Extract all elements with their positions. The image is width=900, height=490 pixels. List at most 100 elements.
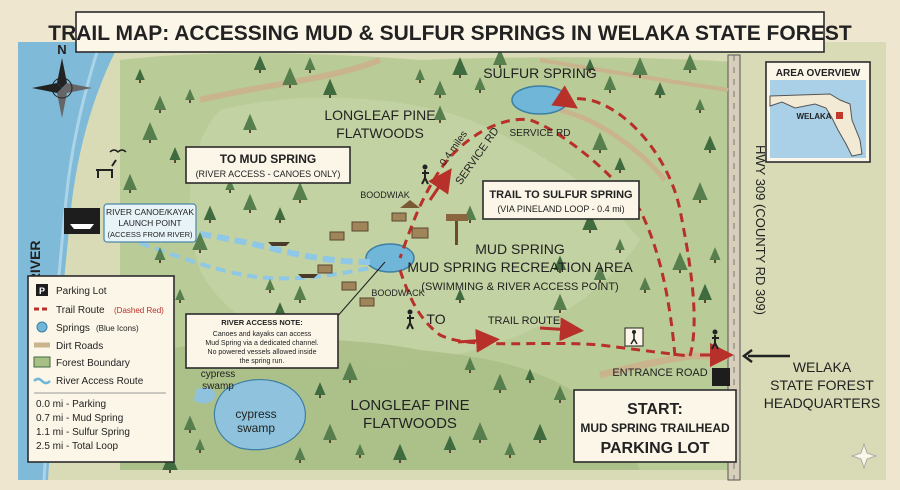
pine-tree-icon xyxy=(695,98,705,110)
pine-tree-icon xyxy=(292,182,308,200)
pine-tree-icon xyxy=(654,82,666,95)
pine-tree-icon xyxy=(672,252,688,270)
legend-items: P Parking Lot Trail Route (Dashed Red) S… xyxy=(33,284,166,452)
cypress-small-label-1: cypress xyxy=(201,369,235,380)
tree-trunk xyxy=(279,220,281,223)
pine-tree-icon xyxy=(698,283,712,300)
pine-tree-icon xyxy=(415,68,425,80)
pine-tree-icon xyxy=(203,205,217,220)
legend-label-springs: Springs xyxy=(56,323,90,334)
entrance-road xyxy=(599,352,728,379)
entrance-road-label: ENTRANCE ROAD xyxy=(612,367,707,379)
tree-trunk xyxy=(589,70,591,73)
tree-trunk xyxy=(459,75,461,78)
parking-icon xyxy=(36,284,48,296)
tree-trunk xyxy=(449,450,451,453)
signpost-icon xyxy=(446,214,468,245)
tree-trunk xyxy=(269,290,271,293)
cabin-icon xyxy=(351,221,369,232)
tree-trunk xyxy=(159,110,161,113)
tree-trunk xyxy=(559,270,561,273)
service-rd-label: SERVICE RD xyxy=(510,128,571,139)
pine-tree-icon xyxy=(243,113,257,130)
recreation-area-label: MUD SPRING RECREATION AREA xyxy=(407,259,633,275)
sulfur-spring-label: SULFUR SPRING xyxy=(483,65,597,81)
tree-trunk xyxy=(159,260,161,263)
tree-trunk xyxy=(469,370,471,373)
pine-tree-icon xyxy=(464,357,476,370)
pine-tree-icon xyxy=(265,278,275,290)
pine-tree-icon xyxy=(355,443,365,455)
pine-tree-icon xyxy=(585,58,595,70)
pine-tree-icon xyxy=(582,212,598,230)
tree-trunk xyxy=(644,290,646,293)
pine-tree-icon xyxy=(342,362,358,380)
pine-tree-icon xyxy=(123,173,137,190)
trail-arrow-1 xyxy=(539,317,584,342)
welaka-marker xyxy=(836,112,843,119)
canoe-launch-line-2: LAUNCH POINT xyxy=(118,218,181,228)
pine-tree-icon xyxy=(683,53,697,70)
hut-roof-icon xyxy=(400,200,420,208)
tree-trunk xyxy=(329,95,331,98)
canoe-launch-icon xyxy=(64,208,100,234)
pine-tree-icon xyxy=(433,105,447,120)
tree-trunk xyxy=(359,455,361,458)
legend-note-trail: (Dashed Red) xyxy=(114,306,164,315)
forest-boundary-icon xyxy=(33,356,51,368)
legend-label-river: River Access Route xyxy=(56,376,144,387)
sulfur-spring-pool xyxy=(511,85,569,115)
pine-tree-icon xyxy=(703,135,717,150)
pine-tree-icon xyxy=(632,57,648,75)
area-label-longleaf-south-2: FLATWOODS xyxy=(363,415,457,432)
distance-2: 0.7 mi - Mud Spring xyxy=(36,413,123,424)
tree-trunk xyxy=(179,300,181,303)
pine-tree-icon xyxy=(243,193,257,210)
tree-trunk xyxy=(639,75,641,78)
pine-tree-icon xyxy=(192,232,208,250)
area-overview-inset xyxy=(765,61,871,163)
tree-trunk xyxy=(609,90,611,93)
canoe-glyph-icon xyxy=(70,224,94,229)
legend-label-parking: Parking Lot xyxy=(56,286,107,297)
cabin-icon xyxy=(317,264,333,274)
cabin-icon xyxy=(341,281,357,291)
florida-shape xyxy=(769,93,863,157)
river-note-line-2: Mud Spring via a dedicated channel. xyxy=(205,340,318,347)
pine-tree-icon xyxy=(452,57,468,75)
headquarters-label-3: HEADQUARTERS xyxy=(764,395,880,411)
pine-tree-icon xyxy=(553,293,567,310)
pine-tree-icon xyxy=(253,55,267,70)
trail-to-sulfur-sub: (VIA PINELAND LOOP - 0.4 mi) xyxy=(497,204,624,214)
trail-route-east xyxy=(551,85,696,357)
legend-note-springs: (Blue Icons) xyxy=(96,324,139,333)
mud-spring-label: MUD SPRING xyxy=(475,241,564,257)
tree-trunk xyxy=(509,455,511,458)
river-access-route xyxy=(109,219,371,265)
tree-trunk xyxy=(299,300,301,303)
tree-trunk xyxy=(299,200,301,203)
canoe-icon xyxy=(268,242,290,246)
cypress-swamp-small-pool xyxy=(194,387,216,404)
area-label-longleaf-south-1: LONGLEAF PINE xyxy=(350,397,469,414)
pine-tree-icon xyxy=(304,57,316,70)
tree-trunk xyxy=(129,190,131,193)
parking-icon-glyph: P xyxy=(39,286,45,296)
pine-tree-icon xyxy=(323,78,337,95)
trail-arrow-2 xyxy=(457,328,500,353)
tree-trunk xyxy=(149,140,151,143)
cypress-swamp-pool xyxy=(213,379,306,451)
tree-trunk xyxy=(699,110,701,113)
cabin-icon xyxy=(359,297,375,307)
to-mud-spring-sub: (RIVER ACCESS - CANOES ONLY) xyxy=(196,169,341,179)
pine-tree-icon xyxy=(533,423,547,440)
pine-tree-icon xyxy=(592,132,608,150)
tree-trunk xyxy=(479,90,481,93)
trail-to-sulfur-callout xyxy=(482,180,640,220)
tree-trunk xyxy=(559,310,561,313)
tree-trunk xyxy=(319,395,321,398)
legend-label-dirt: Dirt Roads xyxy=(56,341,103,352)
tree-trunk xyxy=(419,80,421,83)
compass-north-label: N xyxy=(57,42,66,57)
tree-trunk xyxy=(309,70,311,73)
